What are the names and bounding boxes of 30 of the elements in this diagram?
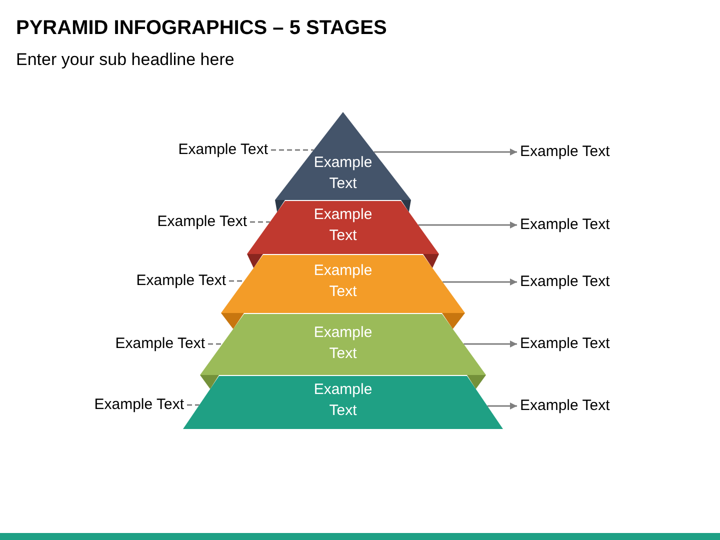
callout-label: Example Text [520,216,610,234]
callout-label: Example Text [178,141,268,159]
pyramid-tier [183,376,503,429]
title: PYRAMID INFOGRAPHICS – 5 STAGES [16,16,387,40]
pyramid-apex [275,112,411,200]
arrow [487,402,517,410]
leader-line [271,149,314,151]
callout-label: Example Text [520,273,610,291]
callout-label: Example Text [94,396,184,414]
arrow [464,340,517,348]
callout-label: Example Text [136,272,226,290]
callout-label: Example Text [520,335,610,353]
tier-text: Example Text [314,323,372,364]
callout-label: Example Text [115,335,205,353]
callout-label: Example Text [157,213,247,231]
callout-label: Example Text [520,397,610,415]
arrow [442,278,517,286]
arrow [418,222,517,228]
subtitle: Enter your sub headline here [16,49,234,70]
tier-text: Example Text [314,205,372,246]
arrow [374,148,517,156]
leader-line [250,221,270,223]
callout-label: Example Text [520,143,610,161]
tier-text: Example Text [314,380,372,421]
tier-text: Example Text [314,261,372,302]
leader-line [208,343,222,345]
leader-line [229,280,244,282]
pyramid-tier [247,201,439,254]
leader-line [187,404,200,406]
tier-text: Example Text [314,153,372,194]
